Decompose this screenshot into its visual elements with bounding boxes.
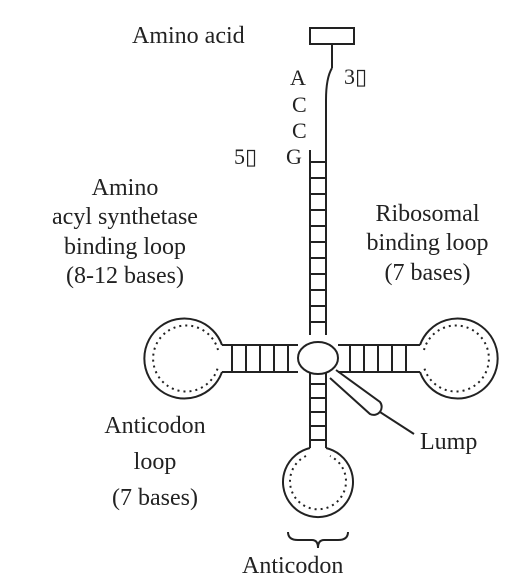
synthetase-line-3: binding loop [5,233,245,262]
ribosomal-binding-loop-bases [424,325,489,391]
central-junction [298,342,338,374]
lump-pointer-line [380,412,414,434]
left-arm-base-pairs [232,345,288,372]
synthetase-binding-loop-bases [153,326,218,392]
base-c1-label: C [292,94,307,116]
synthetase-line-2: acyl synthetase [5,203,245,232]
ribosomal-line-1: Ribosomal [330,200,525,229]
synthetase-binding-loop-label: Amino acyl synthetase binding loop (8-12… [5,174,245,291]
three-prime-end-strand [326,68,332,145]
anticodon-loop-line-2: loop [55,444,255,480]
synthetase-binding-loop-outer [144,318,222,398]
five-prime-label: 5▯ [234,146,257,168]
amino-acid-box [310,28,354,44]
three-prime-label: 3▯ [344,66,367,88]
synthetase-line-4: (8-12 bases) [5,262,245,291]
base-g-label: G [286,146,302,168]
acceptor-stem-base-pairs [310,162,326,322]
ribosomal-binding-loop-outer [420,319,498,399]
anticodon-loop-bases [290,456,346,509]
lump-label: Lump [420,430,477,454]
base-c2-label: C [292,120,307,142]
ribosomal-line-3: (7 bases) [330,259,525,288]
anticodon-loop-line-1: Anticodon [55,408,255,444]
anticodon-brace [288,532,348,548]
right-arm-base-pairs [350,345,406,372]
ribosomal-line-2: binding loop [330,229,525,258]
anticodon-stem-base-pairs [310,384,326,440]
anticodon-loop-outer [283,448,353,517]
ribosomal-binding-loop-label: Ribosomal binding loop (7 bases) [330,200,525,288]
synthetase-line-1: Amino [5,174,245,203]
amino-acid-label: Amino acid [132,24,245,48]
base-a-label: A [290,67,306,89]
anticodon-loop-line-3: (7 bases) [55,480,255,516]
anticodon-label: Anticodon [242,554,343,578]
lump-variable-arm [330,370,382,415]
anticodon-loop-label: Anticodon loop (7 bases) [55,408,255,516]
